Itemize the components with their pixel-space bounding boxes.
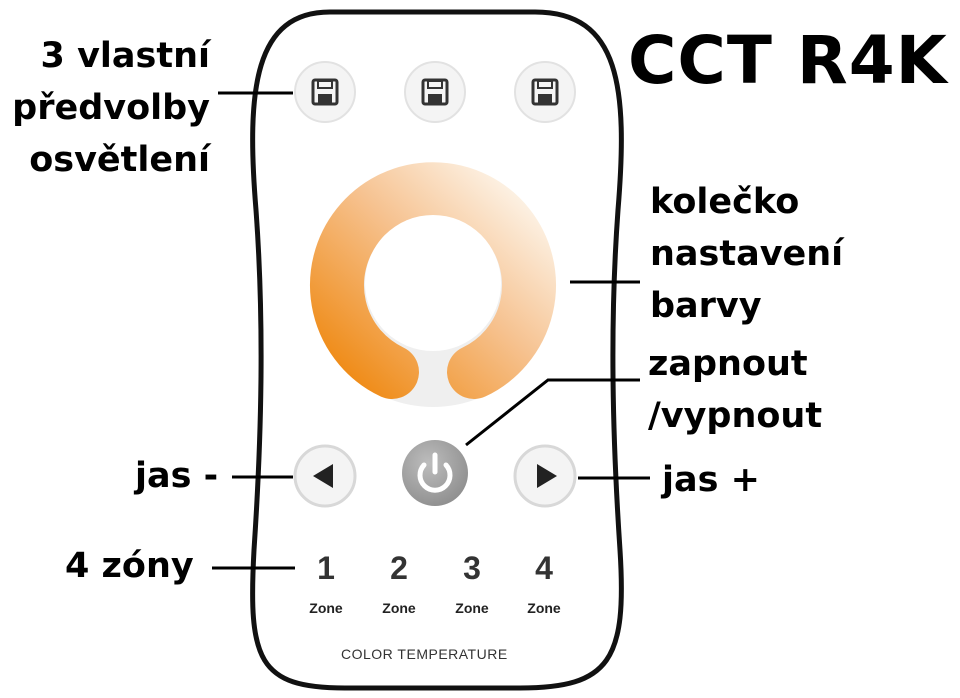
save-icon [531,78,559,106]
label-wheel-line-2: nastavení [650,234,844,274]
label-power-line-1: zapnout [648,344,808,384]
right-arrow-icon [537,464,557,488]
preset-button-3[interactable] [514,61,576,123]
label-wheel: kolečko nastavení barvy [650,176,843,332]
label-presets: 3 vlastní předvolby osvětlení [12,30,210,186]
power-button[interactable] [402,440,468,506]
label-presets-line-1: 3 vlastní [40,36,210,76]
label-wheel-line-1: kolečko [650,182,800,222]
left-arrow-icon [313,464,333,488]
label-brightness-down: jas - [135,456,219,496]
zone-number: 2 [390,550,408,586]
zone-label: Zone [382,600,416,616]
zone-label: Zone [309,600,343,616]
preset-button-1[interactable] [294,61,356,123]
brightness-up-button[interactable] [513,444,577,508]
zone-label: Zone [455,600,489,616]
zone-number: 3 [463,550,481,586]
label-presets-line-3: osvětlení [29,140,210,180]
remote-footer-label: COLOR TEMPERATURE [341,646,508,662]
label-wheel-line-3: barvy [650,286,762,326]
brightness-down-button[interactable] [293,444,357,508]
label-brightness-up: jas + [662,460,760,500]
preset-button-2[interactable] [404,61,466,123]
label-presets-line-2: předvolby [12,88,210,128]
label-zones: 4 zóny [65,546,194,586]
save-icon [311,78,339,106]
power-icon [417,452,453,493]
zone-number: 1 [317,550,335,586]
label-power: zapnout /vypnout [648,338,822,442]
product-title: CCT R4K [628,22,948,99]
zone-label: Zone [527,600,561,616]
callout-power [465,378,640,447]
zone-number: 4 [535,550,553,586]
label-power-line-2: /vypnout [648,396,823,436]
color-temperature-wheel[interactable] [310,162,556,407]
save-icon [421,78,449,106]
